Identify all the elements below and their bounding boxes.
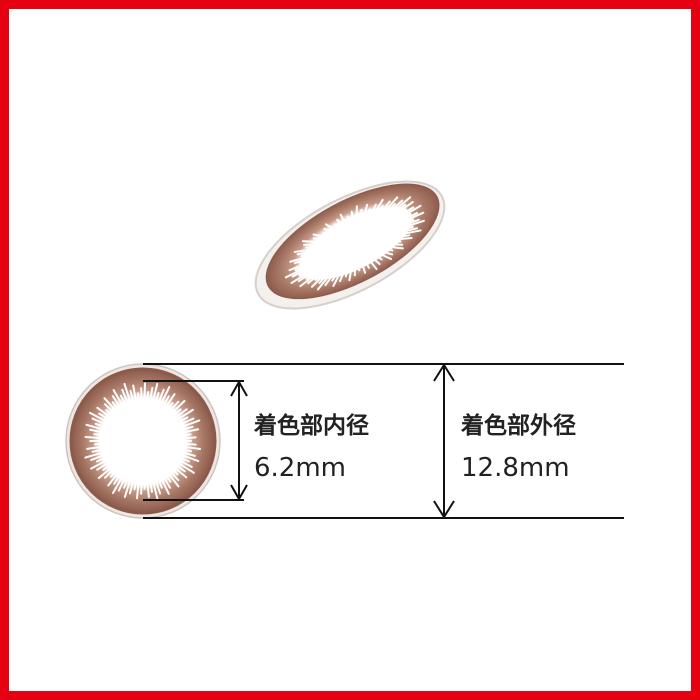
inner-diameter-label: 着色部内径 <box>254 413 369 439</box>
tilted-lens-image <box>254 180 446 310</box>
inner-diameter-lines <box>143 380 244 501</box>
inner-diameter-value: 6.2mm <box>254 453 347 483</box>
outer-diameter-value: 12.8mm <box>461 453 570 483</box>
inner-diameter-arrow <box>230 379 248 502</box>
outer-diameter-label: 着色部外径 <box>461 413 576 439</box>
outer-diameter-arrow <box>433 363 455 519</box>
outer-diameter-lines <box>143 363 624 519</box>
front-lens-image <box>65 363 221 519</box>
